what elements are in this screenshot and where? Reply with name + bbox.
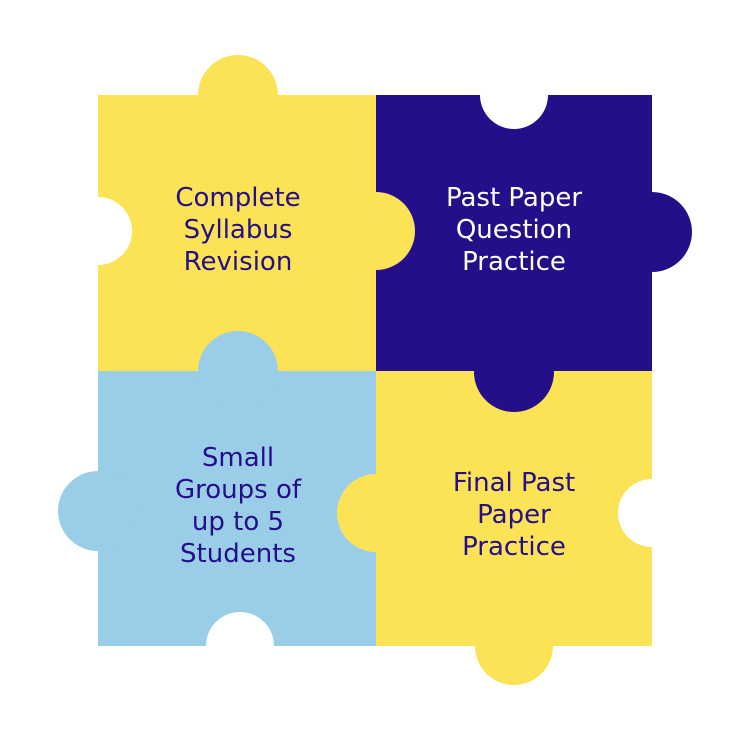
piece-top-left-body [98,95,376,371]
piece-bottom-right-body [376,371,652,646]
piece-bottom-right-tab-left [337,474,415,552]
piece-top-right-slot-top [480,61,548,129]
piece-bottom-left-tab-top [198,331,278,411]
piece-top-right-tab-bottom [474,332,554,412]
piece-label-past-paper-question-practice: Past Paper Question Practice [445,183,583,277]
piece-label-small-groups: Small Groups of up to 5 Students [174,443,302,569]
piece-top-left-slot-left [64,197,132,265]
piece-bottom-right-tab-bottom [475,607,553,685]
puzzle-piece-top-left [64,55,415,371]
piece-top-left-tab-right [337,192,415,270]
piece-bottom-left-tab-left [58,471,138,551]
piece-bottom-right-slot-right [618,479,686,547]
piece-bottom-left-body [98,371,376,646]
piece-top-right-tab-right [612,192,692,272]
puzzle-piece-top-right [376,61,692,371]
piece-top-left-tab-top [198,55,278,135]
piece-label-final-past-paper-practice: Final Past Paper Practice [452,468,576,562]
puzzle-piece-bottom-left [58,331,376,680]
piece-label-complete-syllabus-revision: Complete Syllabus Revision [175,183,301,277]
piece-bottom-left-slot-bottom [206,612,274,680]
puzzle-piece-bottom-right [337,371,686,685]
piece-top-right-body [376,95,652,371]
